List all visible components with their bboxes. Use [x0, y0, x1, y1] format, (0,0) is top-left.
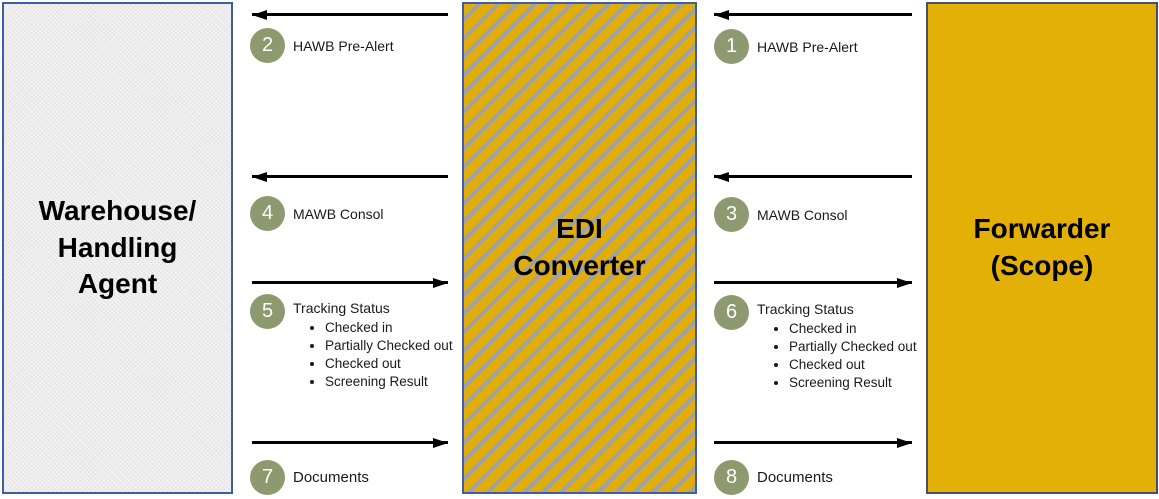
- arrow-right-icon: [252, 281, 448, 284]
- flow-step-mawb-consol: 4 MAWB Consol: [250, 196, 384, 231]
- flow-step-tracking-status: 5 Tracking Status Checked in Partially C…: [250, 294, 453, 391]
- flow-step-hawb-pre-alert: 1 HAWB Pre-Alert: [714, 29, 858, 64]
- warehouse-box-title: Warehouse/ Handling Agent: [38, 194, 197, 300]
- arrow-right-icon: [714, 281, 912, 284]
- arrow-left-icon: [252, 175, 448, 178]
- tracking-status-item: Partially Checked out: [789, 338, 917, 356]
- flow-step-label: Documents: [757, 469, 833, 486]
- step-number-badge: 4: [250, 196, 285, 231]
- warehouse-handling-agent-box: Warehouse/ Handling Agent: [2, 2, 233, 494]
- step-number-badge: 2: [250, 28, 285, 63]
- tracking-status-item: Checked out: [789, 356, 917, 374]
- flow-step-label: Documents: [293, 469, 369, 486]
- flow-step-label: MAWB Consol: [757, 206, 848, 223]
- tracking-status-item: Checked out: [325, 355, 453, 373]
- step-number-badge: 7: [250, 460, 285, 495]
- arrow-left-icon: [252, 13, 448, 16]
- tracking-status-item: Checked in: [789, 320, 917, 338]
- step-number-badge: 3: [714, 197, 749, 232]
- forwarder-box-title: Forwarder (Scope): [973, 213, 1111, 281]
- flow-step-label: Tracking Status: [293, 300, 390, 316]
- tracking-status-item: Partially Checked out: [325, 337, 453, 355]
- tracking-status-item: Screening Result: [325, 373, 453, 391]
- step-number-badge: 1: [714, 29, 749, 64]
- edi-converter-box: EDI Converter: [462, 2, 697, 494]
- flow-step-documents: 7 Documents: [250, 460, 369, 495]
- tracking-status-item: Checked in: [325, 319, 453, 337]
- flow-step-tracking-status: 6 Tracking Status Checked in Partially C…: [714, 295, 917, 392]
- forwarder-scope-box: Forwarder (Scope): [926, 2, 1158, 494]
- step-number-badge: 6: [714, 295, 749, 330]
- arrow-left-icon: [714, 175, 912, 178]
- arrow-right-icon: [714, 441, 912, 444]
- flow-step-mawb-consol: 3 MAWB Consol: [714, 197, 848, 232]
- flow-step-documents: 8 Documents: [714, 460, 833, 495]
- edi-box-title: EDI Converter: [513, 213, 646, 281]
- flow-step-label: HAWB Pre-Alert: [757, 38, 858, 55]
- step-number-badge: 8: [714, 460, 749, 495]
- tracking-status-block: Tracking Status Checked in Partially Che…: [293, 297, 453, 391]
- flow-step-label: MAWB Consol: [293, 205, 384, 222]
- tracking-status-list: Checked in Partially Checked out Checked…: [293, 319, 453, 391]
- tracking-status-list: Checked in Partially Checked out Checked…: [757, 320, 917, 392]
- arrow-right-icon: [252, 441, 448, 444]
- step-number-badge: 5: [250, 294, 285, 329]
- flow-step-label: HAWB Pre-Alert: [293, 37, 394, 54]
- arrow-left-icon: [714, 13, 912, 16]
- flow-step-hawb-pre-alert: 2 HAWB Pre-Alert: [250, 28, 394, 63]
- flow-step-label: Tracking Status: [757, 301, 854, 317]
- tracking-status-item: Screening Result: [789, 374, 917, 392]
- tracking-status-block: Tracking Status Checked in Partially Che…: [757, 298, 917, 392]
